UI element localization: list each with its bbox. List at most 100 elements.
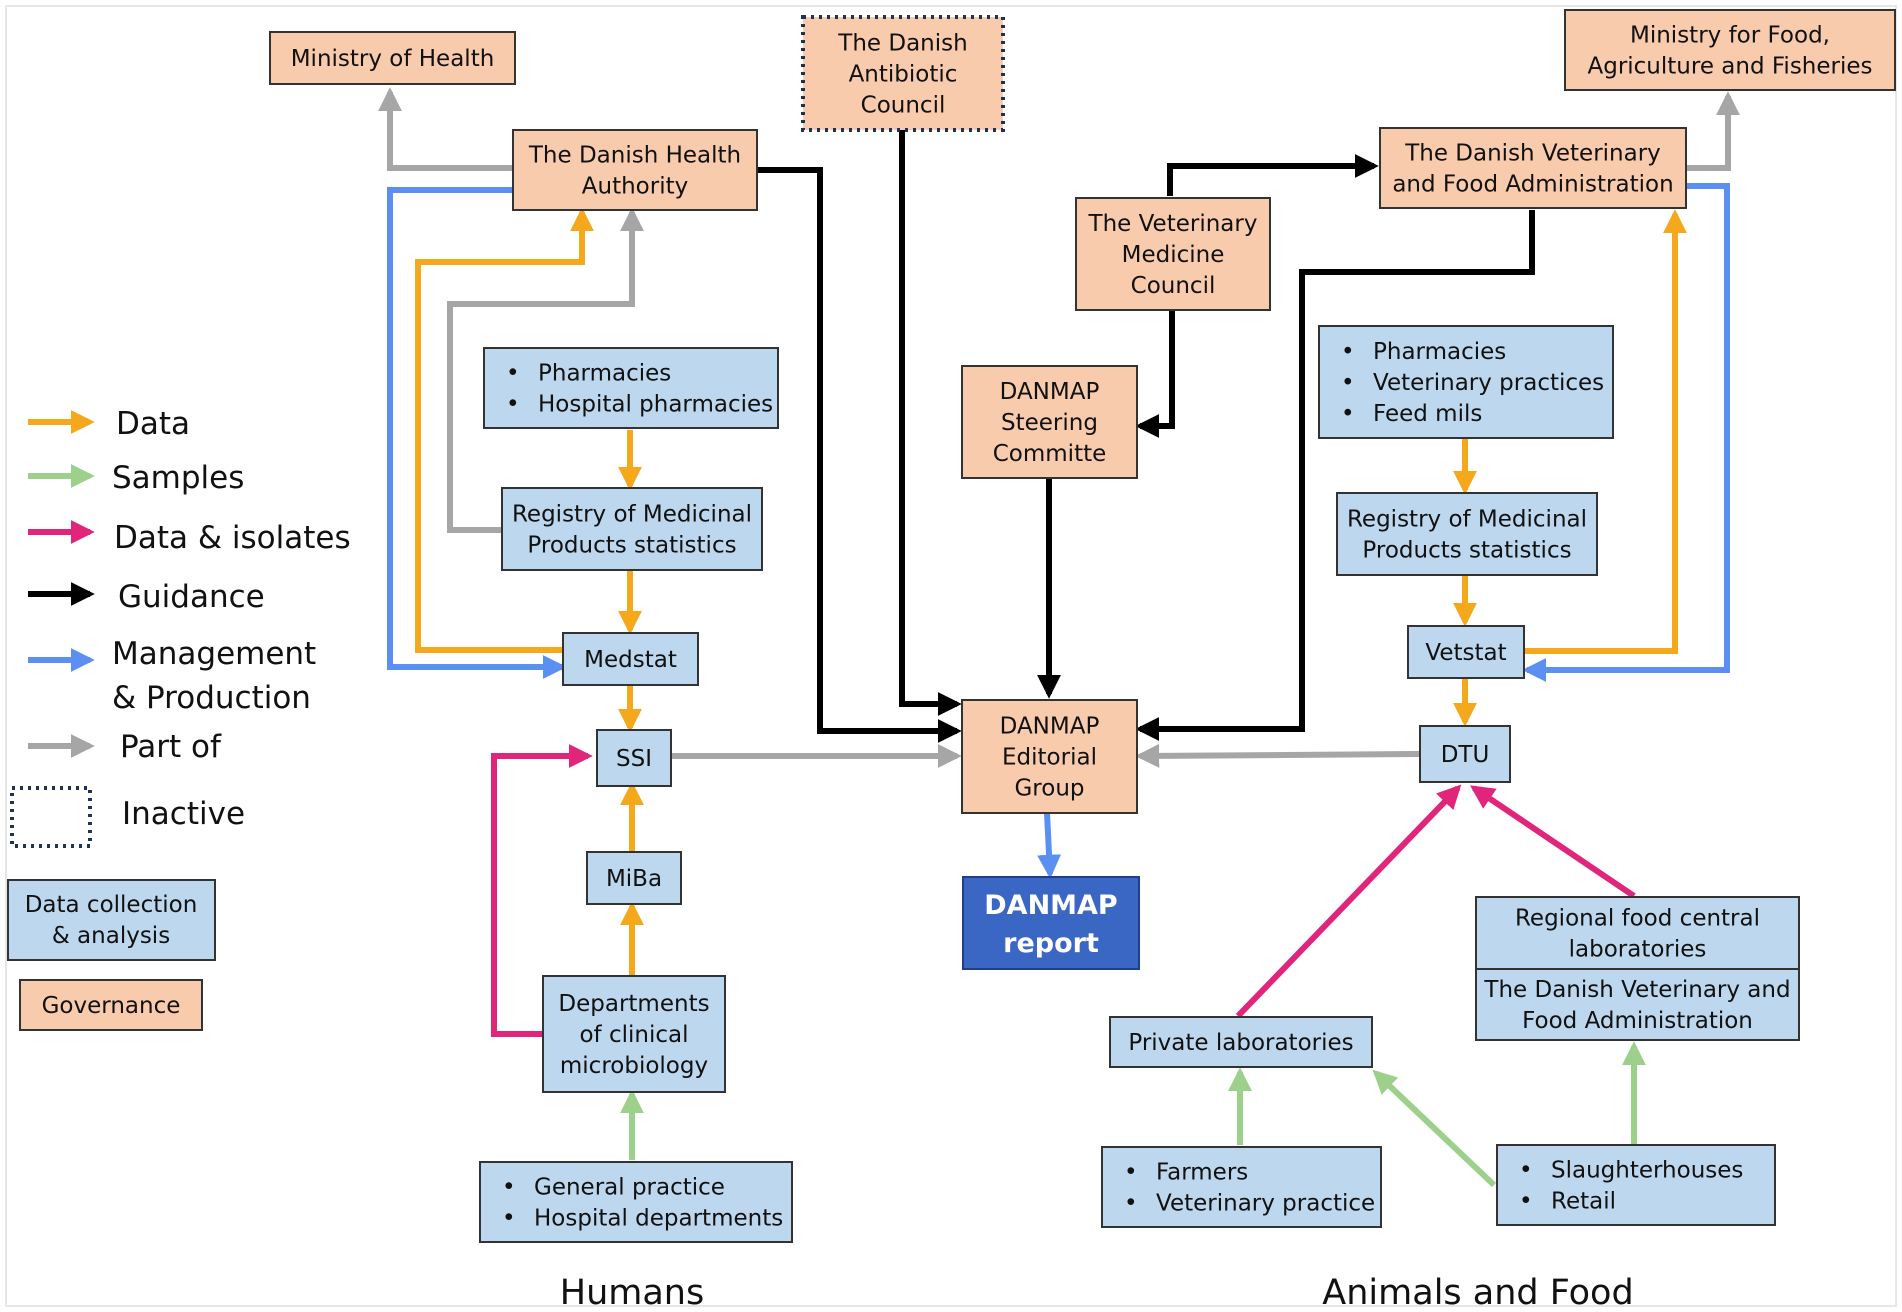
box-ministry-of-health-label-1: Ministry of Health: [291, 46, 495, 72]
bullet-mark: •: [1341, 370, 1355, 396]
box-farmers-label-1: Farmers: [1156, 1160, 1248, 1186]
box-registry-animals-shape: [1336, 492, 1598, 576]
box-ministry-of-health: Ministry of Health: [269, 31, 516, 85]
box-danmap-editorial-group-label-3: Group: [1014, 776, 1084, 802]
box-danish-antibiotic-council-shape: [801, 15, 1005, 132]
box-danish-health-authority-shape: [512, 129, 758, 211]
bullet-mark: •: [502, 1175, 516, 1201]
box-dtu: DTU: [1419, 725, 1511, 783]
box-ssi-shape: [596, 729, 672, 787]
box-pharmacies-animals-label-2: Veterinary practices: [1373, 370, 1604, 396]
arrow-vmc-to-steering: [1135, 310, 1175, 438]
box-ministry-for-food-shape: [1564, 9, 1896, 91]
legend-samples-label: Samples: [112, 460, 244, 496]
box-miba-shape: [586, 851, 682, 905]
legend-data-isolates: Data & isolates: [28, 520, 351, 556]
bullet-mark: •: [1519, 1158, 1533, 1184]
bullet-mark: •: [1341, 401, 1355, 427]
box-pharmacies-humans: •Pharmacies•Hospital pharmacies: [483, 347, 779, 429]
box-danmap-editorial-group-shape: [961, 699, 1138, 814]
box-slaughterhouses: •Slaughterhouses•Retail: [1496, 1144, 1776, 1226]
box-ssi: SSI: [596, 729, 672, 787]
legend-data: Data: [28, 406, 190, 442]
box-pharmacies-animals-shape: [1318, 325, 1614, 439]
legend-part-of-label: Part of: [120, 729, 222, 765]
arrow-vfa-to-editorial: [1135, 210, 1535, 741]
arrow-slaughterhouses-to-private-labs: [1372, 1069, 1497, 1188]
legend-samples: Samples: [28, 460, 244, 496]
box-farmers-shape: [1101, 1146, 1382, 1228]
legend-inactive-swatch: [10, 786, 92, 848]
box-pharmacies-humans-shape: [483, 347, 779, 429]
box-danmap-report-shape: [962, 876, 1140, 970]
box-danish-veterinary-food-administration-label-2: and Food Administration: [1392, 172, 1673, 198]
box-registry-animals-label-2: Products statistics: [1362, 538, 1571, 564]
arrow-editorial-to-report: [1037, 812, 1062, 879]
box-danmap-editorial-group-label-1: DANMAP: [1000, 714, 1100, 740]
box-general-practice-label-2: Hospital departments: [534, 1206, 783, 1232]
arrow-vfa-to-vetstat: [1522, 183, 1730, 682]
legend-collection: Data collection & analysis: [7, 879, 216, 961]
legend-isolates-label: Data & isolates: [114, 520, 351, 556]
box-danmap-report-label-1: DANMAP: [984, 890, 1117, 921]
box-ministry-for-food: Ministry for Food, Agriculture and Fisher…: [1564, 9, 1896, 91]
legend-data-label: Data: [116, 406, 190, 442]
section-animals-food-label: Animals and Food: [1322, 1273, 1633, 1312]
box-general-practice-shape: [479, 1161, 793, 1243]
box-private-laboratories-shape: [1109, 1016, 1373, 1068]
legend: Data Samples Data & isolates Guidance Ma…: [7, 406, 351, 1031]
arrow-private-labs-to-dtu: [1235, 784, 1462, 1019]
box-general-practice-label-1: General practice: [534, 1175, 725, 1201]
bullet-mark: •: [1124, 1191, 1138, 1217]
box-vetstat-label-1: Vetstat: [1425, 640, 1506, 666]
bullet-mark: •: [1124, 1160, 1138, 1186]
arrow-vetstat-to-vfa: [1525, 209, 1687, 654]
box-danmap-steering-committe-label-2: Steering: [1001, 410, 1098, 436]
arrow-vmc-to-vfa: [1167, 154, 1379, 196]
arrow-council-to-editorial: [899, 130, 962, 716]
box-danish-veterinary-food-administration: The Danish Veterinary and Food Administra…: [1379, 127, 1687, 209]
box-vetstat-shape: [1407, 625, 1525, 679]
legend-management-label-2: & Production: [112, 680, 311, 716]
box-danish-veterinary-food-administration-label-1: The Danish Veterinary: [1404, 141, 1661, 167]
bullet-mark: •: [1519, 1189, 1533, 1215]
arrow-health-authority-to-medstat: [387, 187, 567, 679]
box-vetstat: Vetstat: [1407, 625, 1525, 679]
legend-inactive: Inactive: [10, 786, 245, 848]
legend-collection-label-1: Data collection: [25, 892, 198, 918]
box-veterinary-medicine-council-label-1: The Veterinary: [1088, 211, 1258, 237]
box-pharmacies-animals-label-1: Pharmacies: [1373, 339, 1506, 365]
arrow-registry-humans-to-health-authority: [447, 207, 644, 533]
box-dtu-shape: [1419, 725, 1511, 783]
legend-collection-label-2: & analysis: [52, 923, 170, 949]
box-ministry-for-food-label-2: Agriculture and Fisheries: [1587, 54, 1872, 80]
box-departments-clinical-microbiology-label-2: of clinical: [579, 1022, 688, 1048]
box-slaughterhouses-shape: [1496, 1144, 1776, 1226]
legend-governance-swatch: [19, 979, 203, 1031]
legend-collection-swatch: [7, 879, 216, 961]
box-danish-health-authority-label-2: Authority: [582, 174, 688, 200]
box-pharmacies-humans-label-2: Hospital pharmacies: [538, 392, 773, 418]
arrow-health-authority-to-ministry-health: [378, 87, 513, 171]
box-departments-clinical-microbiology-shape: [542, 975, 726, 1093]
box-dvfa-laboratories-label-2: Food Administration: [1522, 1008, 1753, 1034]
box-registry-humans-label-1: Registry of Medicinal: [512, 502, 752, 528]
box-registry-humans-shape: [501, 487, 763, 571]
box-ministry-for-food-label-1: Ministry for Food,: [1630, 23, 1830, 49]
arrow-vfa-to-ministry-food: [1686, 91, 1740, 171]
box-danish-veterinary-food-administration-shape: [1379, 127, 1687, 209]
box-dvfa-laboratories-shape: [1475, 968, 1800, 1041]
legend-guidance-label: Guidance: [118, 579, 265, 615]
box-danish-antibiotic-council-label-3: Council: [861, 93, 946, 119]
box-registry-animals-label-1: Registry of Medicinal: [1347, 507, 1587, 533]
arrow-medstat-to-health-authority: [415, 207, 594, 653]
